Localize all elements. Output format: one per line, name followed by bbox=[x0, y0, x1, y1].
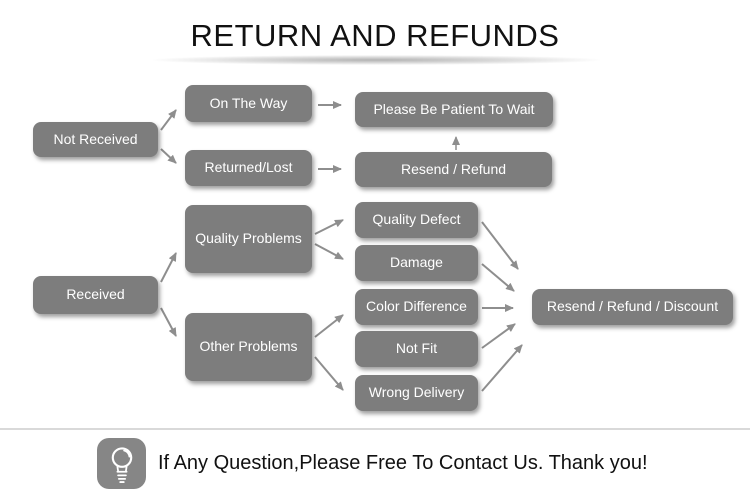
node-returned-lost: Returned/Lost bbox=[185, 150, 312, 186]
footer: If Any Question,Please Free To Contact U… bbox=[97, 438, 648, 489]
node-other-problems: Other Problems bbox=[185, 313, 312, 381]
node-received: Received bbox=[33, 276, 158, 314]
node-please-be-patient: Please Be Patient To Wait bbox=[355, 92, 553, 127]
node-quality-defect: Quality Defect bbox=[355, 202, 478, 238]
title-underline-shadow bbox=[153, 55, 600, 65]
node-damage: Damage bbox=[355, 245, 478, 281]
footer-message: If Any Question,Please Free To Contact U… bbox=[158, 452, 648, 474]
node-resend-refund: Resend / Refund bbox=[355, 152, 552, 187]
page-title: RETURN AND REFUNDS bbox=[190, 18, 560, 53]
lightbulb-icon bbox=[97, 438, 146, 489]
node-resend-refund-discount: Resend / Refund / Discount bbox=[532, 289, 733, 325]
node-not-fit: Not Fit bbox=[355, 331, 478, 367]
node-on-the-way: On The Way bbox=[185, 85, 312, 122]
node-quality-problems: Quality Problems bbox=[185, 205, 312, 273]
node-wrong-delivery: Wrong Delivery bbox=[355, 375, 478, 411]
node-color-difference: Color Difference bbox=[355, 289, 478, 325]
node-not-received: Not Received bbox=[33, 122, 158, 157]
footer-divider bbox=[0, 428, 750, 430]
